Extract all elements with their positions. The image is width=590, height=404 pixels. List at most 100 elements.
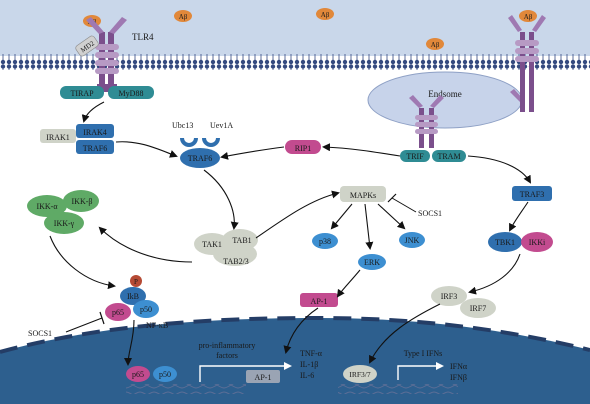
arrow-tbk1-to-irf [468, 253, 521, 295]
p50-label: p50 [140, 305, 152, 314]
traf3-label: TRAF3 [520, 190, 544, 199]
tab23-label: TAB2/3 [223, 257, 249, 266]
dna-strand-left [126, 384, 246, 394]
arrow-trif-to-rip1 [322, 143, 401, 157]
nucleus [0, 315, 590, 404]
socs1-left-label: SOCS1 [28, 329, 52, 338]
nucleus-p65-node [126, 366, 150, 382]
traf6-center-label: TRAF6 [188, 154, 212, 163]
ubc13-node: Ubc13 [172, 121, 198, 147]
tbk1-label: TBK1 [495, 238, 515, 247]
phospho-label: P [134, 278, 138, 286]
phospho-node [130, 275, 142, 287]
socs1-left-inhibition [65, 317, 103, 333]
irf3-node: IRF3 [431, 286, 467, 306]
cell-membrane [0, 54, 590, 70]
tirap-label: TIRAP [70, 89, 94, 98]
nucleus-ap1-node [246, 370, 280, 383]
abeta-5: Aβ [519, 10, 537, 22]
arrow-tram-to-traf3 [467, 155, 531, 184]
arrow-erk-to-ap1 [336, 269, 361, 298]
arrow-mapks-to-p38 [330, 203, 353, 230]
irf37-node [343, 365, 377, 383]
irf3-label: IRF3 [441, 292, 457, 301]
myd88-node: MyD88 [108, 86, 154, 99]
tirap-node: TIRAP [60, 86, 104, 99]
p50-node [133, 300, 159, 318]
nucleus-p65-label: p65 [132, 370, 144, 379]
jnk-node: JNK [399, 232, 425, 248]
traf6-center-node: TRAF6 [180, 148, 220, 168]
ikki-label: IKKi [529, 238, 546, 247]
trif-node: TRIF [400, 150, 430, 162]
ubc13-label: Ubc13 [172, 121, 193, 130]
arrow-mapks-to-jnk [377, 203, 406, 230]
ikkb-label: IKK-β [72, 197, 93, 206]
nucleus-p50-node [153, 366, 177, 382]
arrow-irf-to-nucleus [369, 303, 441, 364]
arrow-ikk-to-nfkb [49, 235, 116, 290]
endosome-label: Endsome [428, 89, 462, 99]
abeta-2-label: Aβ [179, 13, 188, 21]
nucleus-ap1-label: AP-1 [255, 373, 272, 382]
trif-label: TRIF [406, 152, 424, 161]
tab1-label: TAB1 [232, 236, 251, 245]
nucleus-p50-label: p50 [159, 370, 171, 379]
type1-ifns-label: Type I IFNs [404, 349, 443, 358]
uev1a-label: Uev1A [210, 121, 233, 130]
il6-label: IL-6 [300, 371, 314, 380]
arrow-traf6-to-tak1 [203, 169, 239, 230]
arrow-traf3-to-tbk1 [509, 201, 529, 232]
transcription-arrow-right [397, 362, 444, 380]
socs1-right-label: SOCS1 [418, 209, 442, 218]
irf7-label: IRF7 [470, 304, 486, 313]
p38-label: p38 [319, 237, 331, 246]
arrow-tak1-to-ikk [98, 226, 193, 263]
tlr4-receptor [86, 17, 127, 92]
arrow-ap1-to-nucleus [283, 307, 319, 354]
ikkg-label: IKK-γ [54, 219, 75, 228]
ifna-label: IFNα [450, 362, 468, 371]
rip1-label: RIP1 [295, 144, 311, 153]
mapks-node: MAPKs [340, 186, 386, 202]
traf6-left-node: TRAF6 [76, 140, 114, 154]
tlr4-label: TLR4 [132, 32, 154, 42]
membrane-receptor-right-1 [508, 15, 546, 108]
pro-inflammatory-line1: pro-inflammatory [199, 341, 256, 350]
abeta-4: Aβ [426, 38, 444, 50]
ikka-label: IKK-α [36, 202, 58, 211]
il1-label: IL-1β [300, 360, 318, 369]
myd88-label: MyD88 [119, 89, 144, 98]
membrane-receptor-right-2 [510, 78, 534, 112]
endosome [367, 71, 523, 129]
ifnb-label: IFNβ [450, 373, 467, 382]
tbk1-node: TBK1 [488, 232, 522, 252]
ikk-complex: IKK-α IKK-β IKK-γ [27, 190, 99, 234]
nucleus-contents: p65 p50 AP-1 IRF3/7 pro-inflammatory fac… [126, 341, 468, 394]
pathway-arrows [49, 101, 531, 366]
endosomal-tlr4-receptor [409, 95, 444, 148]
traf6-left-label: TRAF6 [83, 144, 107, 153]
abeta-4-label: Aβ [431, 41, 440, 49]
ap1-node: AP-1 [300, 293, 338, 307]
uev1a-node: Uev1A [202, 121, 233, 147]
tak1-label: TAK1 [202, 240, 222, 249]
arrow-mapks-to-erk [364, 203, 374, 250]
socs1-right-inhibition [391, 197, 417, 213]
arrow-irak-to-traf6 [115, 141, 178, 158]
irf7-node: IRF7 [460, 298, 496, 318]
nfkb-label: NF-κB [146, 321, 168, 330]
irf37-label: IRF3/7 [349, 370, 371, 379]
tram-label: TRAM [437, 152, 460, 161]
arrow-nfkb-to-nucleus [124, 319, 135, 366]
erk-label: ERK [364, 258, 380, 267]
irak4-node: IRAK4 [76, 124, 114, 138]
ikb-node [120, 287, 146, 305]
ikb-label: IkB [127, 292, 139, 301]
nfkb-complex: P IkB p65 p50 NF-κB [105, 275, 168, 330]
jnk-label: JNK [405, 236, 420, 245]
dna-strand-right [338, 384, 458, 394]
traf3-node: TRAF3 [512, 186, 552, 201]
tnf-label: TNF-α [300, 349, 323, 358]
